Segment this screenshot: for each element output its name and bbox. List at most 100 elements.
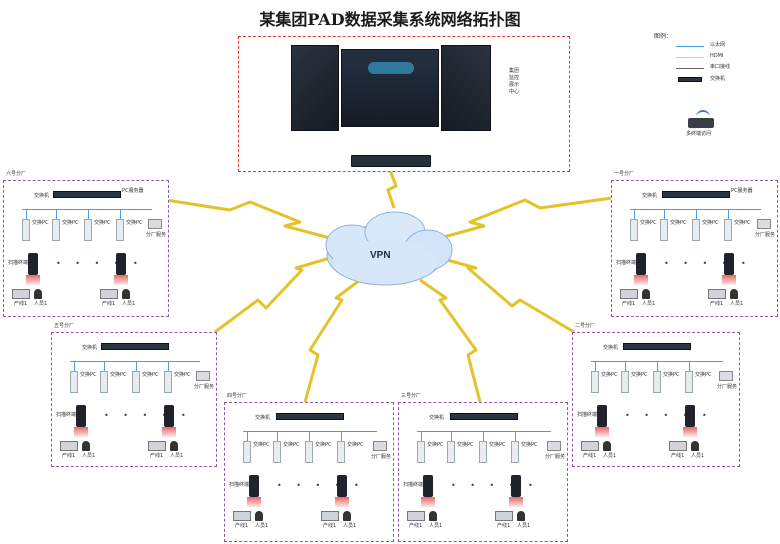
ethernet-drop xyxy=(728,209,729,219)
scanner-terminal xyxy=(249,475,259,497)
scan-beam xyxy=(162,427,176,437)
worker-label: 人员1 xyxy=(603,453,617,459)
switch-label: 交换机 xyxy=(603,345,619,351)
scanner-label: 扫描终端 xyxy=(8,260,29,266)
branch-switch xyxy=(276,413,344,420)
scanner-terminal xyxy=(636,253,646,275)
worker-label: 人员1 xyxy=(730,301,744,307)
branch-name: 六号分厂 xyxy=(6,171,27,177)
pad-label: 交换PC xyxy=(283,442,300,448)
scanner-terminal xyxy=(28,253,38,275)
pad-label: 交换PC xyxy=(94,220,111,226)
server-label: PC服务器 xyxy=(122,188,144,194)
branch-switch xyxy=(623,343,691,350)
scan-beam xyxy=(26,275,40,285)
branch-switch xyxy=(661,191,730,198)
branch-name: 一号分厂 xyxy=(614,171,635,177)
production-machine xyxy=(148,441,166,451)
worker-label: 人员1 xyxy=(691,453,705,459)
pad-station xyxy=(337,441,345,463)
scanner-terminal xyxy=(337,475,347,497)
display-screen-right xyxy=(441,45,491,131)
pad-label: 交换PC xyxy=(32,220,49,226)
pad-station xyxy=(660,219,668,241)
line-label: 产线1 xyxy=(14,301,28,307)
branch-server xyxy=(719,371,733,381)
core-switch xyxy=(351,155,431,167)
ellipsis-dots: • • • • • xyxy=(625,411,713,420)
worker-icon xyxy=(429,511,437,521)
branch-server xyxy=(547,441,561,451)
branch-server xyxy=(373,441,387,451)
legend-ethernet-label: 以太网 xyxy=(710,42,726,48)
ethernet-drop xyxy=(56,209,57,219)
legend-switch-label: 交换机 xyxy=(710,76,726,82)
pad-station xyxy=(273,441,281,463)
ethernet-bus xyxy=(243,431,377,432)
legend-switch-icon xyxy=(678,77,702,82)
legend-serial-label: 串口接线 xyxy=(710,64,731,70)
ethernet-drop xyxy=(689,361,690,371)
scan-beam xyxy=(114,275,128,285)
branch-server-label: 分厂服务 xyxy=(194,384,215,390)
pad-station xyxy=(630,219,638,241)
pad-station xyxy=(724,219,732,241)
ethernet-drop xyxy=(483,431,484,441)
pad-station xyxy=(621,371,629,393)
pad-label: 交换PC xyxy=(347,442,364,448)
display-screen-center xyxy=(341,49,439,127)
display-screen-left xyxy=(291,45,339,131)
worker-icon xyxy=(122,289,130,299)
monitoring-center-box: 集团 监控 展示 中心 xyxy=(238,36,570,172)
worker-label: 人员1 xyxy=(343,523,357,529)
pad-station xyxy=(164,371,172,393)
worker-icon xyxy=(34,289,42,299)
legend-hdmi-line xyxy=(676,57,704,58)
ethernet-drop xyxy=(421,431,422,441)
ellipsis-dots: • • • • • xyxy=(451,481,539,490)
production-machine xyxy=(233,511,251,521)
ethernet-drop xyxy=(277,431,278,441)
scanner-terminal xyxy=(724,253,734,275)
scanner-terminal xyxy=(76,405,86,427)
center-label-line: 集团 xyxy=(509,68,520,74)
pad-station xyxy=(70,371,78,393)
line-label: 产线1 xyxy=(710,301,724,307)
worker-icon xyxy=(170,441,178,451)
branch-server xyxy=(196,371,210,381)
worker-label: 人员1 xyxy=(34,301,48,307)
production-machine xyxy=(708,289,726,299)
line-label: 产线1 xyxy=(583,453,597,459)
branch-server-label: 分厂服务 xyxy=(717,384,738,390)
pad-station xyxy=(243,441,251,463)
pad-label: 交换PC xyxy=(521,442,538,448)
center-label-line: 中心 xyxy=(509,89,520,95)
pad-label: 交换PC xyxy=(142,372,159,378)
server-label: PC服务器 xyxy=(731,188,753,194)
worker-label: 人员1 xyxy=(517,523,531,529)
pad-station xyxy=(305,441,313,463)
worker-label: 人员1 xyxy=(642,301,656,307)
line-label: 产线1 xyxy=(497,523,511,529)
ethernet-drop xyxy=(657,361,658,371)
branch-name: 四号分厂 xyxy=(227,393,248,399)
scan-beam xyxy=(247,497,261,507)
lightning-link-center xyxy=(386,169,398,209)
pad-label: 交换PC xyxy=(457,442,474,448)
production-machine xyxy=(669,441,687,451)
wireless-label: 多终端访问 xyxy=(686,131,712,137)
pad-label: 交换PC xyxy=(640,220,657,226)
scan-beam xyxy=(74,427,88,437)
pad-station xyxy=(591,371,599,393)
center-label-line: 监控 xyxy=(509,75,520,81)
scanner-label: 扫描终端 xyxy=(229,482,250,488)
center-label-line: 展示 xyxy=(509,82,520,88)
line-label: 产线1 xyxy=(671,453,685,459)
pad-label: 交换PC xyxy=(601,372,618,378)
production-machine xyxy=(407,511,425,521)
diagram-title: 某集团PAD数据采集系统网络拓扑图 xyxy=(259,10,521,29)
pad-label: 交换PC xyxy=(62,220,79,226)
